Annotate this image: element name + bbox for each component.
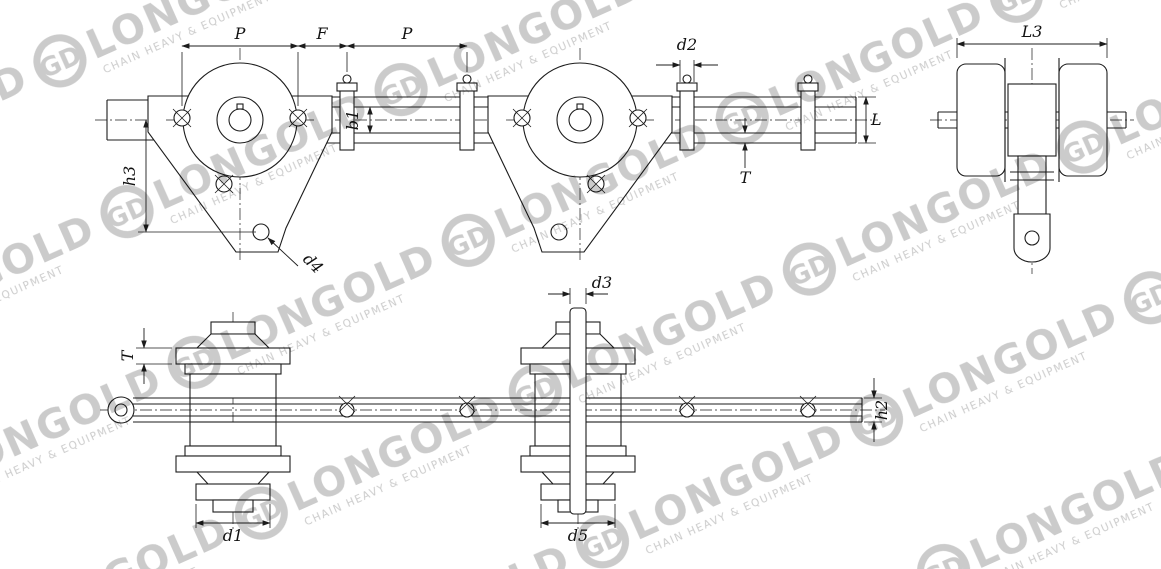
- watermark-layer: [0, 0, 1161, 569]
- drawing-canvas: GD LONGOLD CHAIN HEAVY & EQUIPMENT: [0, 0, 1161, 569]
- technical-drawing-page: GD LONGOLD CHAIN HEAVY & EQUIPMENT: [0, 0, 1161, 569]
